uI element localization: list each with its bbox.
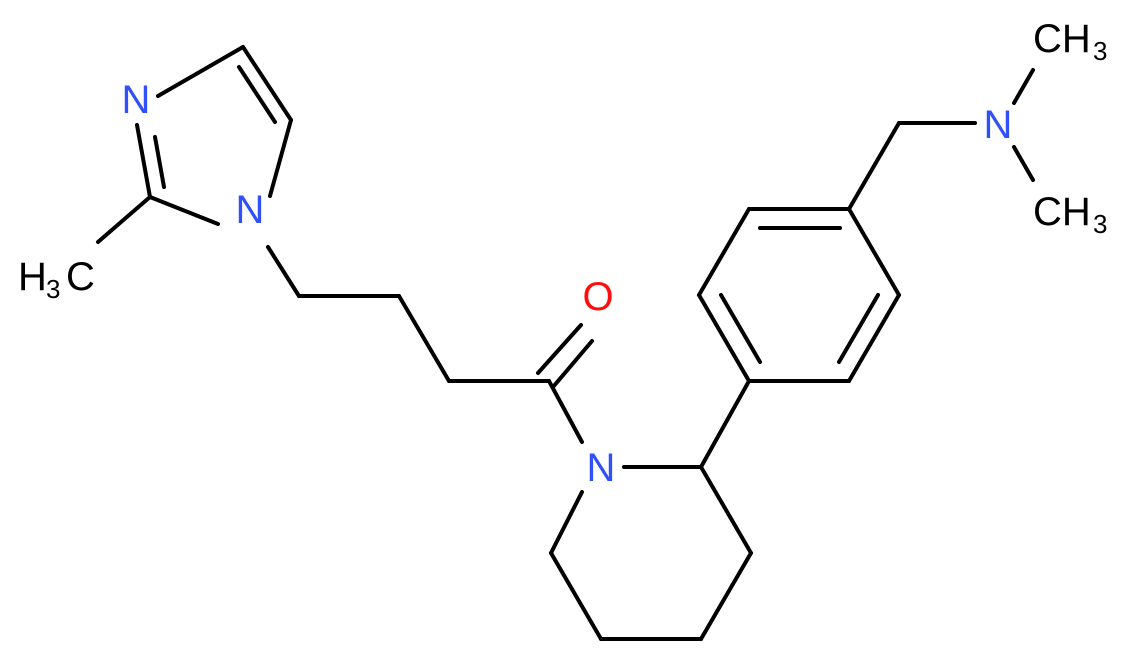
bond: [1012, 68, 1035, 105]
bond: [699, 465, 753, 555]
bond: [237, 65, 277, 124]
atom-labels: N N N N O H 3 C CH 3 CH 3: [18, 17, 1107, 490]
atom-n-piperidine: N: [587, 446, 616, 490]
bond: [1012, 145, 1035, 182]
atom-n-amine: N: [984, 103, 1013, 147]
bond: [719, 293, 762, 364]
bond: [148, 195, 220, 226]
atom-n-imidazole-upper: N: [122, 78, 151, 122]
methyl-imidazole-label: H 3 C: [18, 255, 95, 304]
bond: [153, 135, 166, 189]
methyl-subscript: 3: [1093, 209, 1107, 239]
bond: [96, 195, 152, 244]
bond: [697, 293, 751, 383]
methyl-subscript: 3: [1093, 36, 1107, 66]
bond: [847, 293, 901, 383]
bond: [397, 294, 451, 383]
bond: [549, 490, 584, 555]
methyl-ch: CH: [1033, 190, 1091, 234]
bonds: [96, 45, 1035, 641]
bond: [847, 207, 901, 297]
atom-o-carbonyl: O: [582, 275, 613, 319]
bond: [699, 379, 751, 469]
methyl-ch: CH: [1033, 17, 1091, 61]
bond: [536, 323, 583, 375]
bond: [549, 551, 603, 641]
bond: [241, 45, 293, 122]
bond: [268, 118, 293, 198]
bond: [697, 207, 751, 297]
bond: [135, 123, 152, 199]
bond: [847, 121, 901, 211]
bond: [551, 339, 594, 389]
atom-n-imidazole-lower: N: [236, 188, 265, 232]
methyl-h-subscript: 3: [46, 274, 60, 304]
methyl-amine-top-label: CH 3: [1033, 17, 1107, 66]
bond: [156, 45, 245, 98]
bond: [547, 379, 584, 444]
methyl-c: C: [66, 255, 95, 299]
methyl-h: H: [18, 255, 47, 299]
bond: [699, 551, 753, 641]
methyl-amine-bottom-label: CH 3: [1033, 190, 1107, 239]
bond: [266, 245, 301, 298]
bond: [837, 293, 880, 364]
